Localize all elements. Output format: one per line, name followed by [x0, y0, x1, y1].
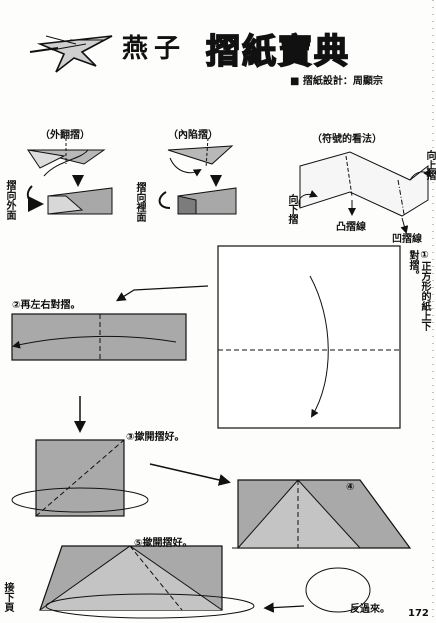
inside-fold-title: （內陷摺） — [168, 130, 218, 141]
book-title: 摺紙寶典 — [205, 31, 350, 73]
step3-text: ③撳開摺好。 — [126, 432, 185, 443]
step4-text: ④ — [346, 482, 355, 493]
up-fold-label: 向上摺 — [424, 150, 435, 180]
page-number: 172 — [408, 608, 429, 619]
outside-fold-caption: 摺向外面 — [4, 180, 15, 220]
next-page-label: 接下頁 — [2, 582, 13, 612]
step2-text: ②再左右對摺。 — [12, 300, 81, 311]
page-title: 燕子 — [122, 34, 187, 64]
step2-rectangle — [11, 313, 187, 433]
flip-arrow-icon — [263, 567, 371, 613]
designer-credit: ■ 摺紙設計：周顯宗 — [290, 76, 383, 87]
step1-square — [115, 245, 401, 429]
inside-fold-diagram — [158, 137, 237, 215]
fold-symbols-diagram — [298, 151, 432, 234]
step5-text: ⑤撳開摺好。 — [134, 538, 193, 549]
outside-fold-diagram — [26, 138, 113, 215]
step5-shape — [39, 545, 255, 619]
step3-square — [11, 439, 231, 517]
swallow-logo-icon — [29, 35, 113, 73]
mountain-line-label: 凹摺線 — [392, 234, 422, 245]
outside-fold-title: （外翻摺） — [40, 130, 90, 141]
symbols-title: （符號的看法） — [312, 134, 382, 145]
step4-shape — [232, 479, 412, 549]
step1-text: ①正方形的紙上下對摺。 — [407, 250, 430, 331]
inside-fold-caption: 摺向裡面 — [134, 182, 145, 222]
flip-caption: 反過來。 — [350, 604, 390, 615]
down-fold-label: 向下摺 — [286, 194, 297, 224]
valley-line-label: 凸摺線 — [336, 222, 366, 233]
